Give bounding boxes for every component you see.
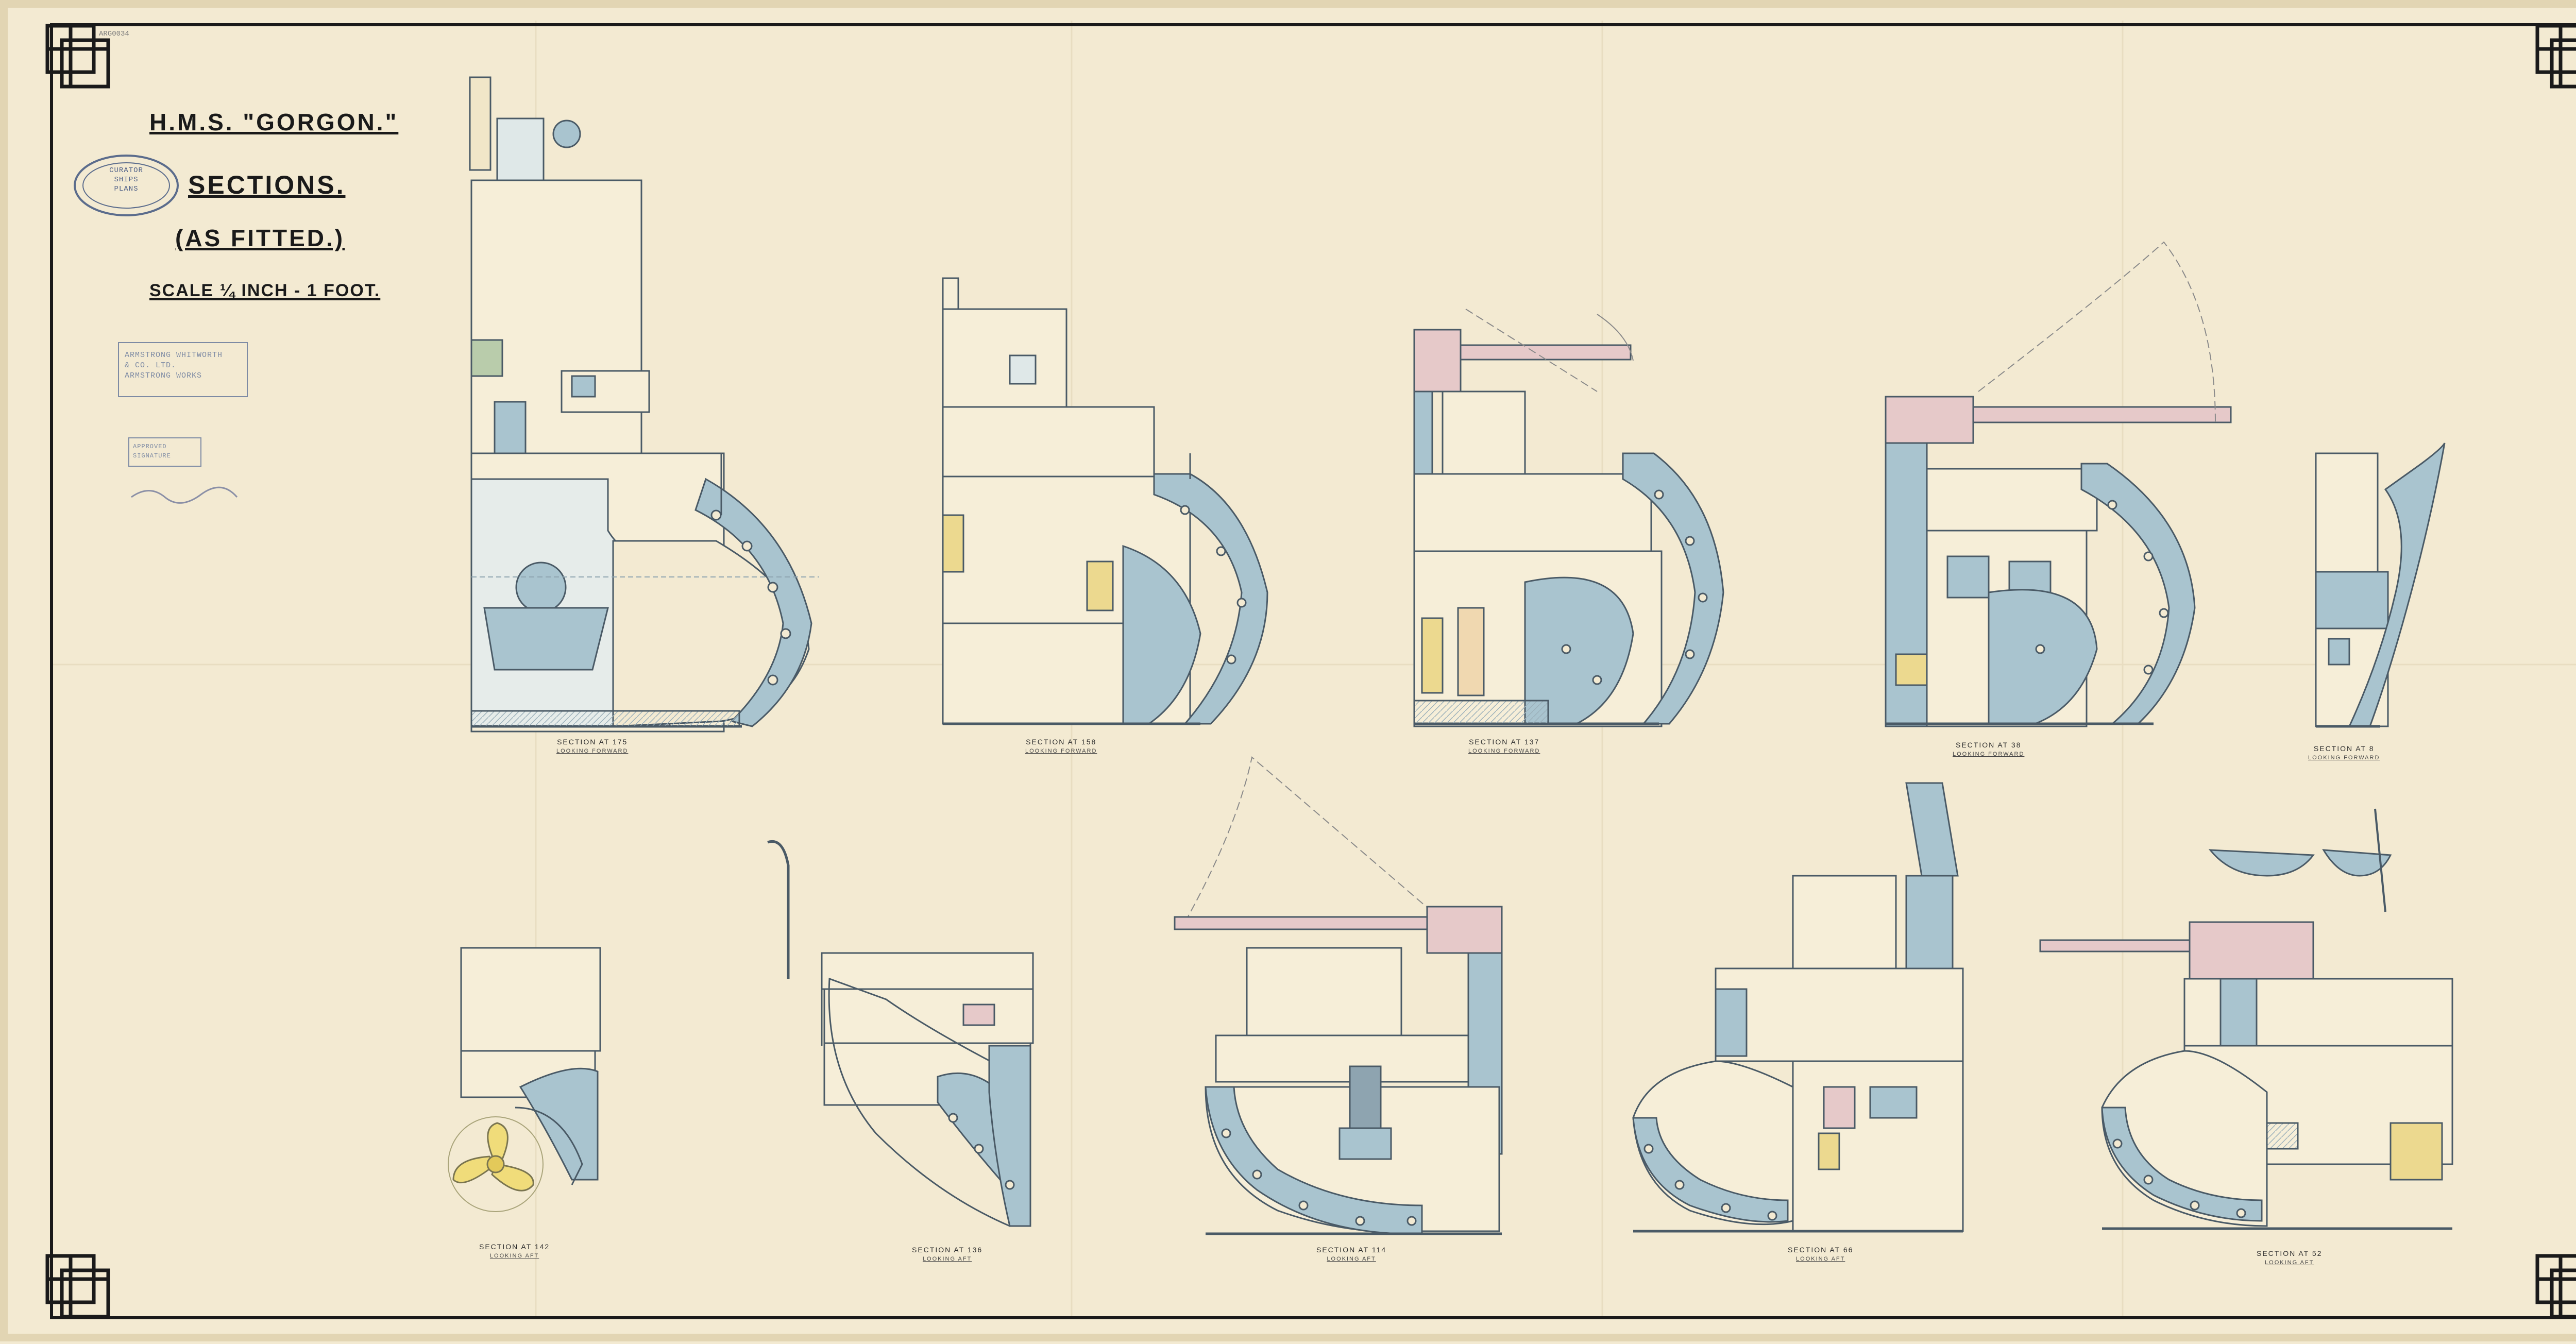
section-drawing-6	[460, 947, 601, 1185]
section-drawing-10	[2039, 808, 2453, 1230]
corner-reference: ARG0034	[99, 30, 129, 38]
works-stamp-line-3: ARMSTRONG WORKS	[125, 371, 202, 380]
works-stamp-line-1: ARMSTRONG WHITWORTH	[125, 351, 223, 360]
approval-stamp-text: APPROVED SIGNATURE	[133, 442, 171, 461]
approval-stamp-line-1: APPROVED	[133, 443, 167, 450]
section-drawing-5	[2315, 443, 2446, 728]
section-label-5-sub: LOOKING FORWARD	[2308, 755, 2380, 761]
section-drawing-1	[469, 76, 819, 733]
section-label-10: SECTION AT 52 LOOKING AFT	[2257, 1249, 2322, 1266]
section-label-4-sub: LOOKING FORWARD	[1953, 751, 2025, 757]
section-label-6: SECTION AT 142 LOOKING AFT	[479, 1243, 550, 1259]
drawing-subtitle-as-fitted: (AS FITTED.)	[175, 225, 345, 251]
section-label-10-title: SECTION AT 52	[2257, 1249, 2323, 1257]
drawing-subtitle-sections: SECTIONS.	[188, 171, 346, 199]
section-label-1: SECTION AT 175 LOOKING FORWARD	[556, 738, 628, 754]
section-drawing-3	[1413, 309, 1724, 727]
curator-oval-stamp	[74, 155, 179, 216]
drawing-scale: SCALE ¼ INCH - 1 FOOT.	[149, 281, 381, 300]
section-label-1-sub: LOOKING FORWARD	[556, 748, 629, 754]
section-drawing-8	[1174, 756, 1503, 1235]
section-drawing-2	[942, 277, 1268, 725]
section-label-6-title: SECTION AT 142	[479, 1243, 550, 1251]
section-label-6-sub: LOOKING AFT	[489, 1253, 539, 1259]
section-label-10-sub: LOOKING AFT	[2265, 1260, 2314, 1266]
propeller-drawing	[448, 1116, 544, 1212]
signature-scribble	[131, 486, 238, 504]
oval-stamp-line-1: CURATOR	[109, 166, 143, 175]
section-label-4-title: SECTION AT 38	[1956, 741, 2022, 749]
section-label-7-title: SECTION AT 136	[912, 1246, 983, 1254]
section-label-3-sub: LOOKING FORWARD	[1468, 748, 1540, 754]
section-label-3-title: SECTION AT 137	[1469, 738, 1540, 746]
approval-stamp-frame	[128, 437, 201, 467]
drawing-title: H.M.S. "GORGON."	[149, 109, 399, 135]
section-label-8: SECTION AT 114 LOOKING AFT	[1316, 1246, 1386, 1262]
works-stamp-frame	[118, 342, 248, 397]
sheet-border	[50, 23, 2576, 1319]
oval-stamp-line-3: PLANS	[114, 185, 139, 193]
section-label-3: SECTION AT 137 LOOKING FORWARD	[1468, 738, 1540, 754]
section-label-9: SECTION AT 66 LOOKING AFT	[1788, 1246, 1853, 1262]
section-label-8-sub: LOOKING AFT	[1327, 1256, 1376, 1262]
section-label-2-title: SECTION AT 158	[1026, 738, 1097, 746]
works-stamp-text: ARMSTRONG WHITWORTH & CO. LTD. ARMSTRONG…	[125, 350, 243, 381]
section-label-7-sub: LOOKING AFT	[922, 1256, 972, 1262]
approval-stamp-line-2: SIGNATURE	[133, 452, 171, 460]
section-drawing-4	[1885, 241, 2232, 727]
section-label-9-title: SECTION AT 66	[1788, 1246, 1854, 1254]
section-drawing-9	[1632, 782, 1964, 1233]
section-label-9-sub: LOOKING AFT	[1796, 1256, 1845, 1262]
section-label-7: SECTION AT 136 LOOKING AFT	[912, 1246, 982, 1262]
works-stamp-line-2: & CO. LTD.	[125, 361, 177, 370]
section-drawing-7	[767, 840, 1034, 1227]
section-label-5-title: SECTION AT 8	[2313, 744, 2375, 753]
section-label-1-title: SECTION AT 175	[557, 738, 628, 746]
section-label-2-sub: LOOKING FORWARD	[1025, 748, 1097, 754]
oval-stamp-line-2: SHIPS	[114, 176, 139, 184]
oval-stamp-text: CURATOR SHIPS PLANS	[95, 166, 157, 194]
section-label-8-title: SECTION AT 114	[1316, 1246, 1387, 1254]
section-label-4: SECTION AT 38 LOOKING FORWARD	[1953, 741, 2024, 757]
section-label-2: SECTION AT 158 LOOKING FORWARD	[1025, 738, 1097, 754]
section-label-5: SECTION AT 8 LOOKING FORWARD	[2308, 744, 2380, 761]
